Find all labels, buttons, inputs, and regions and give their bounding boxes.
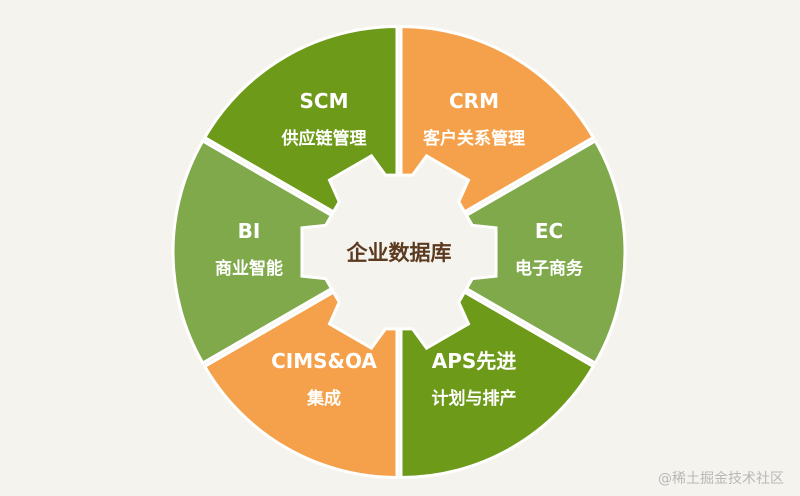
segment-ec — [399, 138, 627, 366]
watermark: @稀土掘金技术社区 — [658, 471, 784, 487]
segment-bi — [171, 138, 399, 366]
segment-title-cims: CIMS&OA — [271, 349, 377, 373]
center-label: 企业数据库 — [346, 241, 452, 265]
gear-shape — [300, 153, 498, 351]
segment-subtitle-cims: 集成 — [306, 388, 341, 409]
segment-subtitle-aps: 计划与排产 — [432, 388, 517, 409]
segment-subtitle-crm: 客户关系管理 — [422, 128, 525, 149]
segment-subtitle-scm: 供应链管理 — [281, 128, 367, 149]
center-gear — [300, 153, 498, 351]
segment-title-crm: CRM — [449, 89, 499, 113]
segment-title-bi: BI — [238, 219, 261, 243]
segment-title-scm: SCM — [300, 89, 349, 113]
segment-subtitle-ec: 电子商务 — [515, 258, 584, 279]
segment-subtitle-bi: 商业智能 — [215, 258, 283, 279]
segment-title-aps: APS先进 — [432, 349, 517, 373]
segment-title-ec: EC — [535, 219, 563, 243]
